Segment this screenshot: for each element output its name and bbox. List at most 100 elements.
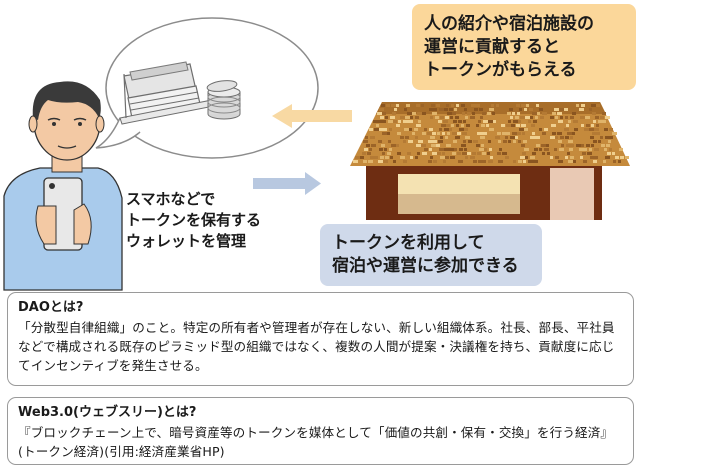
- thatch-strand: [512, 112, 515, 115]
- callout-earn-tokens: 人の紹介や宿泊施設の 運営に貢献すると トークンがもらえる: [412, 4, 636, 90]
- thatch-strand: [612, 152, 615, 155]
- thatch-strand: [442, 152, 445, 155]
- thatch-strand: [498, 160, 503, 163]
- thatch-strand: [371, 144, 376, 147]
- thatch-strand: [436, 144, 440, 147]
- thatch-strand: [592, 112, 596, 115]
- thatch-strand: [581, 104, 585, 107]
- thatch-strand: [457, 132, 461, 135]
- thatch-strand: [610, 136, 613, 139]
- thatch-strand: [620, 156, 624, 159]
- web3-title: Web3.0(ウェブスリー)とは?: [18, 405, 197, 420]
- thatch-strand: [389, 148, 392, 151]
- thatch-strand: [429, 128, 433, 131]
- thatch-strand: [586, 144, 590, 147]
- thatch-strand: [589, 108, 592, 111]
- thatch-strand: [414, 128, 418, 131]
- thatch-strand: [551, 124, 556, 127]
- thatch-strand: [407, 112, 412, 115]
- thatch-strand: [564, 108, 568, 111]
- thatch-strand: [457, 152, 461, 155]
- thatch-strand: [557, 112, 562, 115]
- thatch-strand: [437, 152, 441, 155]
- thatch-strand: [564, 128, 569, 131]
- thatch-strand: [505, 156, 509, 159]
- thatch-strand: [393, 160, 396, 163]
- thatch-strand: [573, 120, 578, 123]
- thatch-strand: [376, 124, 379, 127]
- thatch-strand: [446, 104, 449, 107]
- thatch-strand: [400, 116, 405, 119]
- thatch-strand: [391, 104, 396, 107]
- thatch-strand: [484, 148, 487, 151]
- thatch-strand: [400, 156, 405, 159]
- thatch-strand: [373, 120, 378, 123]
- thatch-strand: [565, 116, 568, 119]
- thatch-strand: [539, 128, 542, 131]
- callout-bottom-line-2: 宿泊や運営に参加できる: [332, 256, 519, 276]
- person-illustration: [3, 81, 123, 291]
- thatch-strand: [537, 112, 540, 115]
- thatch-strand: [518, 120, 521, 123]
- thatch-strand: [470, 156, 475, 159]
- thatch-strand: [444, 148, 449, 151]
- thatch-strand: [477, 152, 481, 155]
- thatch-strand: [449, 108, 453, 111]
- thatch-strand: [518, 160, 522, 163]
- thatch-strand: [520, 116, 525, 119]
- thatch-strand: [497, 132, 501, 135]
- thatch-strand: [561, 144, 564, 147]
- thatch-strand: [579, 148, 584, 151]
- thatch-strand: [518, 140, 521, 143]
- thatch-strand: [555, 156, 559, 159]
- thatch-strand: [515, 116, 519, 119]
- thatch-strand: [365, 136, 368, 139]
- thatch-strand: [459, 148, 463, 151]
- thatch-strand: [593, 120, 596, 123]
- thatch-strand: [607, 152, 611, 155]
- thatch-strand: [424, 128, 427, 131]
- thatch-strand: [412, 112, 416, 115]
- thatch-strand: [362, 152, 366, 155]
- thatch-strand: [432, 132, 436, 135]
- thatch-strand: [407, 152, 411, 155]
- thatch-strand: [513, 160, 516, 163]
- thatch-strand: [482, 152, 486, 155]
- thatch-strand: [449, 128, 452, 131]
- thatch-strand: [612, 132, 617, 135]
- thatch-strand: [540, 116, 544, 119]
- thatch-strand: [445, 136, 448, 139]
- thatch-strand: [488, 160, 493, 163]
- thatch-strand: [450, 116, 453, 119]
- thatch-strand: [472, 152, 476, 155]
- thatch-strand: [430, 116, 433, 119]
- thatch-strand: [502, 132, 507, 135]
- thatch-strand: [508, 140, 511, 143]
- wallet-caption-line-1: スマホなどで: [126, 190, 216, 208]
- thatch-strand: [417, 152, 420, 155]
- thatch-strand: [576, 104, 579, 107]
- thatch-strand: [482, 112, 486, 115]
- thatch-strand: [381, 104, 385, 107]
- thatch-strand: [353, 160, 358, 163]
- thatch-strand: [462, 112, 465, 115]
- thatch-strand: [403, 160, 407, 163]
- thatch-strand: [568, 160, 573, 163]
- thatch-strand: [404, 108, 407, 111]
- thatch-strand: [574, 128, 578, 131]
- thatch-strand: [554, 108, 559, 111]
- thatch-strand: [525, 156, 528, 159]
- thatch-strand: [580, 156, 583, 159]
- thatch-strand: [355, 156, 360, 159]
- thatch-strand: [503, 140, 507, 143]
- thatch-strand: [550, 136, 555, 139]
- thatch-strand: [480, 116, 483, 119]
- thatch-strand: [435, 116, 439, 119]
- thatch-strand: [601, 144, 605, 147]
- thatch-strand: [481, 144, 484, 147]
- thatch-strand: [534, 148, 538, 151]
- thatch-strand: [364, 148, 368, 151]
- thatch-strand: [604, 128, 608, 131]
- thatch-strand: [525, 116, 530, 119]
- thatch-strand: [591, 104, 596, 107]
